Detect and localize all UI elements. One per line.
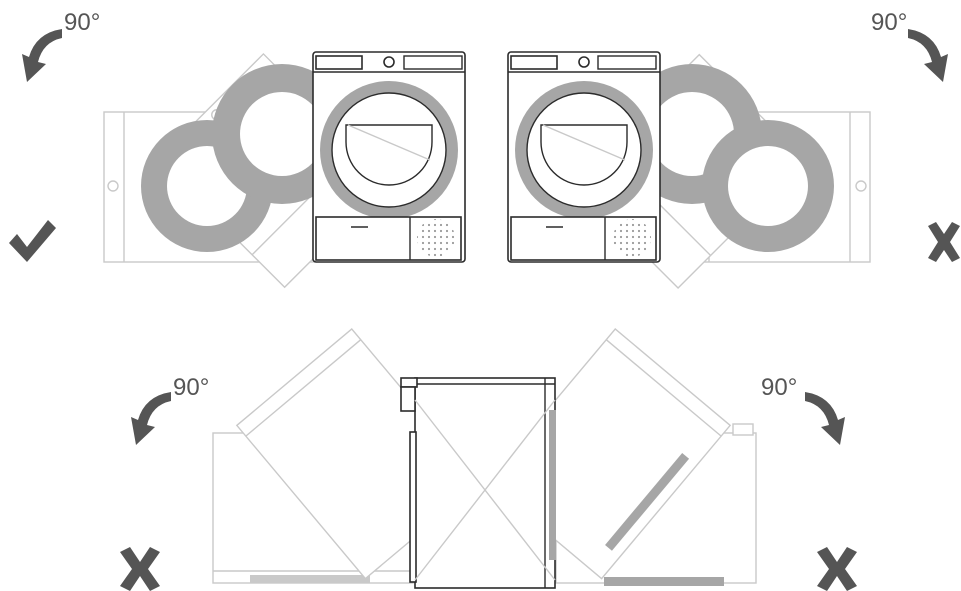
- arrow-cw-icon: [805, 392, 845, 445]
- cross-icon: [120, 547, 160, 591]
- dryer-side-upright: [400, 377, 556, 589]
- cross-icon: [817, 547, 857, 591]
- dryer-front-upright: [312, 51, 466, 263]
- panel-front-tilt-right: 90°: [507, 9, 960, 289]
- cross-icon: [928, 222, 960, 262]
- panel-front-tilt-left: 90°: [9, 9, 466, 289]
- arrow-cw-icon: [908, 29, 948, 82]
- panel-side-tilts: 90° 90°: [120, 327, 857, 591]
- dryer-front-upright: [507, 51, 661, 263]
- arrow-ccw-icon: [22, 29, 62, 82]
- angle-label: 90°: [173, 374, 209, 401]
- check-icon: [9, 220, 56, 262]
- arrow-ccw-icon: [131, 392, 171, 445]
- angle-label: 90°: [761, 374, 797, 401]
- angle-label: 90°: [871, 9, 907, 36]
- angle-label: 90°: [64, 9, 100, 36]
